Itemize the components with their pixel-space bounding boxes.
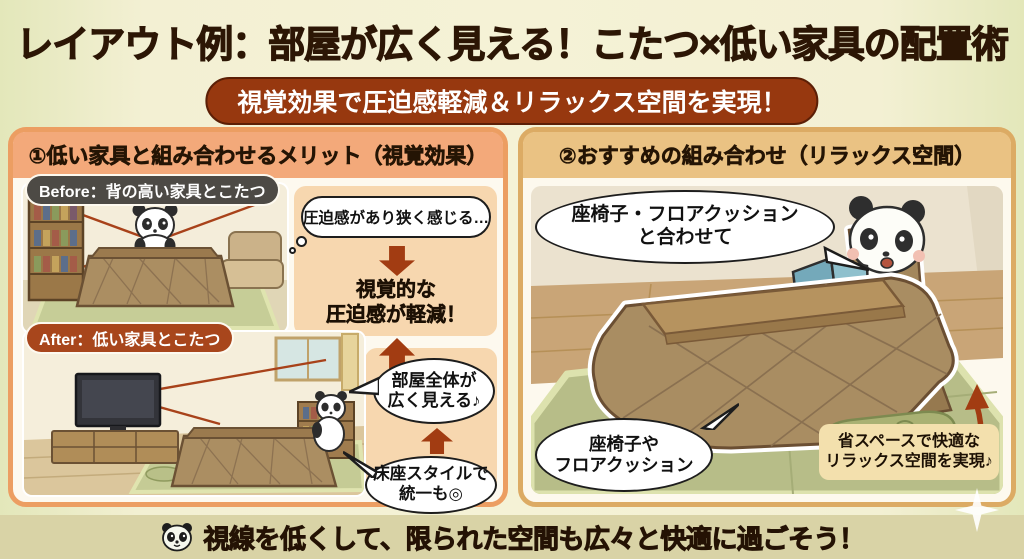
effect-result-text: 視覚的な 圧迫感が軽減！ — [326, 279, 467, 327]
panda-after-icon — [312, 391, 347, 452]
panda-face-icon — [161, 523, 192, 552]
tall-bookshelf-icon — [27, 194, 85, 302]
footer-message: 視線を低くして、限られた空間も広々と快適に過ごそう！ — [203, 523, 865, 554]
panel-merit: ①低い家具と組み合わせるメリット（視覚効果） — [8, 127, 508, 514]
panel-recommend: ②おすすめの組み合わせ（リラックス空間） — [518, 127, 1016, 507]
speech-bubble-floor-style: 床座スタイルで 統一も◎ — [365, 456, 497, 514]
tv-board-icon — [51, 430, 179, 464]
sofa-icon — [220, 231, 284, 289]
before-room-scene — [23, 184, 287, 332]
bubble-tail-icon — [699, 402, 739, 430]
bubble-tail-icon — [343, 450, 377, 478]
before-room-illustration — [23, 184, 287, 332]
panel-merit-body: Before：背の高い家具とこたつ — [13, 176, 503, 514]
after-label: After：低い家具とこたつ — [27, 324, 233, 352]
kotatsu-after-icon — [170, 427, 338, 488]
thought-dot — [289, 247, 296, 254]
footer-banner: 視線を低くして、限られた空間も広々と快適に過ごそう！ — [0, 515, 1024, 559]
thought-dot — [296, 236, 307, 247]
curtain-icon — [341, 333, 359, 391]
after-room-illustration — [24, 332, 364, 495]
kotatsu-large-icon — [587, 272, 959, 454]
panel-merit-header: ①低い家具と組み合わせるメリット（視覚効果） — [13, 132, 503, 178]
panel-recommend-body: 座椅子・フロアクッション と合わせて 座椅子や フロアクッション 省スペースで快… — [523, 178, 1011, 502]
tv-icon — [74, 372, 162, 431]
before-label: Before：背の高い家具とこたつ — [27, 176, 278, 204]
speech-bubble-combine: 座椅子・フロアクッション と合わせて — [535, 190, 835, 264]
kotatsu-before-icon — [75, 247, 235, 308]
thought-bubble-cramped: 圧迫感があり狭く感じる… — [301, 196, 491, 238]
space-saving-note: 省スペースで快適な リラックス空間を実現♪ — [819, 424, 999, 480]
page-title: レイアウト例：部屋が広く見える！こたつ×低い家具の配置術 — [16, 23, 1010, 65]
window-icon — [274, 336, 342, 382]
bubble-tail-icon — [349, 376, 379, 396]
speech-bubble-items: 座椅子や フロアクッション — [535, 418, 713, 492]
after-room-scene — [24, 332, 364, 495]
panel-recommend-header: ②おすすめの組み合わせ（リラックス空間） — [523, 132, 1011, 178]
speech-bubble-room-looks-wider: 部屋全体が 広く見える♪ — [373, 358, 495, 424]
subtitle-banner: 視覚効果で圧迫感軽減＆リラックス空間を実現！ — [205, 77, 819, 125]
bubble-tail-icon — [823, 245, 869, 272]
